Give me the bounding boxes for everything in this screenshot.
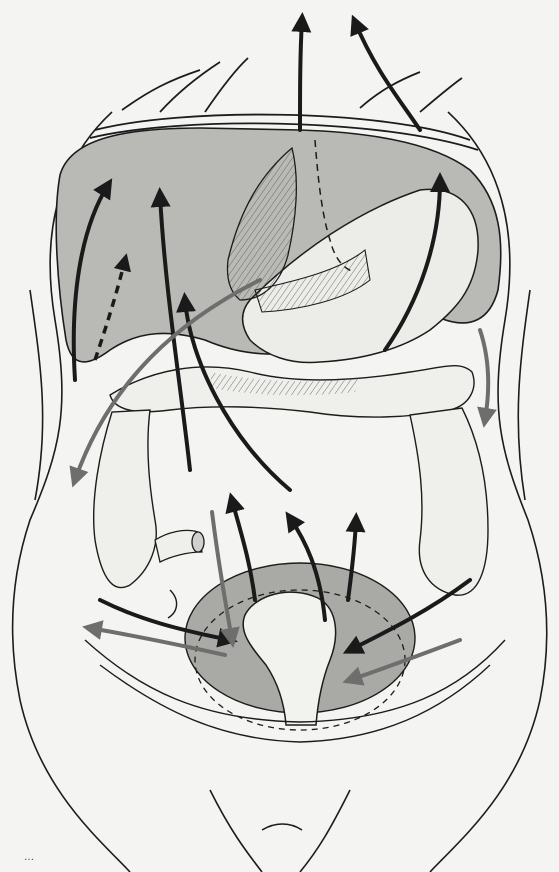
- flow-arrow: [300, 20, 302, 130]
- flow-arrow: [480, 330, 488, 420]
- corner-mark: …: [24, 852, 34, 863]
- descending-colon: [410, 408, 488, 595]
- ascending-colon: [94, 410, 157, 588]
